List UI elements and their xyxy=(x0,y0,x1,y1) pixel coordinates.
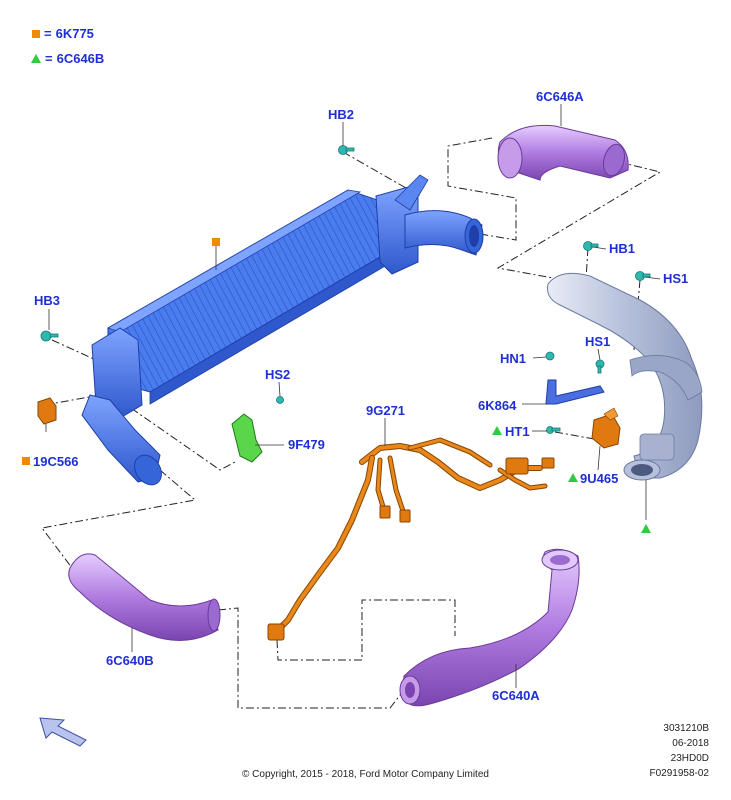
turbo-inlet-pipe xyxy=(547,272,703,481)
legend-separator: = xyxy=(44,26,52,41)
bolt-hs1-icon xyxy=(635,271,651,281)
drawing-revision: 23HD0D xyxy=(670,753,709,764)
drawing-number: F0291958-02 xyxy=(649,768,710,779)
label-hs1-top: HS1 xyxy=(663,271,689,286)
ref-square-icon xyxy=(212,238,220,246)
ht1-triangle-icon xyxy=(492,426,502,435)
ref-triangle-icon xyxy=(641,524,651,533)
nut-hn1-icon xyxy=(545,351,555,361)
label-hs1-mid: HS1 xyxy=(585,334,611,349)
screw-hs1-icon xyxy=(595,359,605,374)
drawing-code: 3031210B xyxy=(663,723,709,734)
9u465-triangle-icon xyxy=(568,473,578,482)
sensor-9u465 xyxy=(591,407,621,449)
label-hb2: HB2 xyxy=(328,107,355,122)
duct-6c646a xyxy=(497,124,629,181)
clip-9f479 xyxy=(231,413,263,463)
legend-part-number: 6C646B xyxy=(56,51,105,66)
label-9g271: 9G271 xyxy=(366,403,406,418)
arrow-up-left-icon xyxy=(39,717,87,747)
bolt-hb1-icon xyxy=(583,241,599,251)
label-hn1: HN1 xyxy=(500,351,527,366)
legend-part-number: 6K775 xyxy=(55,26,94,41)
bushing-19c566 xyxy=(37,397,57,425)
bracket-6k864 xyxy=(545,379,605,405)
label-6k864: 6K864 xyxy=(478,398,517,413)
drawing-date: 06-2018 xyxy=(672,738,709,749)
19c566-square-icon xyxy=(22,457,30,465)
legend-item-square: = 6K775 xyxy=(32,27,94,40)
legend-item-triangle: = 6C646B xyxy=(31,52,104,65)
bolt-hb2-icon xyxy=(338,145,355,155)
reference-markers xyxy=(212,238,651,533)
label-hb3: HB3 xyxy=(34,293,61,308)
label-9u465: 9U465 xyxy=(580,471,619,486)
label-6c646a: 6C646A xyxy=(536,89,584,104)
label-hs2: HS2 xyxy=(265,367,291,382)
label-hb1: HB1 xyxy=(609,241,636,256)
bolt-ht1-icon xyxy=(546,426,561,434)
fasteners xyxy=(40,145,651,434)
intercooler xyxy=(81,174,484,486)
legend-separator: = xyxy=(45,51,53,66)
copyright-text: © Copyright, 2015 - 2018, Ford Motor Com… xyxy=(242,769,489,780)
bolt-hb3-icon xyxy=(40,330,59,342)
label-9f479: 9F479 xyxy=(288,437,325,452)
label-6c640b: 6C640B xyxy=(106,653,154,668)
harness-connectors xyxy=(267,457,555,641)
duct-6c640b xyxy=(68,553,221,641)
label-ht1: HT1 xyxy=(505,424,530,439)
label-6c640a: 6C640A xyxy=(492,688,540,703)
orange-square-icon xyxy=(32,29,40,38)
wiring-harness-9g271 xyxy=(273,437,548,635)
duct-6c640a xyxy=(399,548,580,707)
label-19c566: 19C566 xyxy=(33,454,79,469)
green-triangle-icon xyxy=(31,54,41,63)
screw-hs2-icon xyxy=(276,396,284,404)
label-leaders xyxy=(45,104,661,688)
